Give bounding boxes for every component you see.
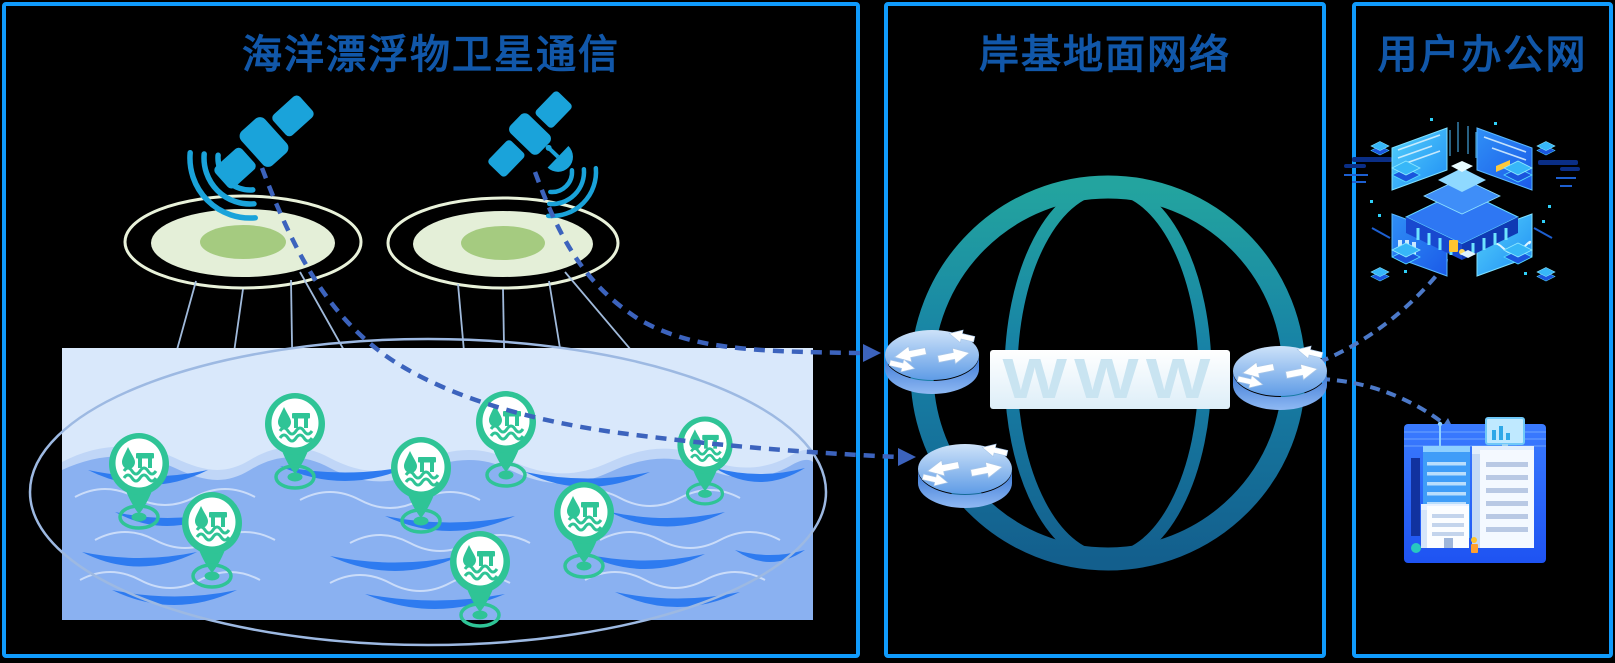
- panel-ocean-satellite-comm: 海洋漂浮物卫星通信: [2, 2, 860, 658]
- panel-title-satellite: 海洋漂浮物卫星通信: [242, 33, 620, 77]
- panel-shore-ground-network: 岸基地面网络: [884, 2, 1326, 658]
- panel-title-office: 用户办公网: [1377, 33, 1588, 77]
- panel-title-ground: 岸基地面网络: [979, 33, 1231, 77]
- arrowhead: [863, 344, 881, 362]
- panel-user-office-network: 用户办公网: [1352, 2, 1613, 658]
